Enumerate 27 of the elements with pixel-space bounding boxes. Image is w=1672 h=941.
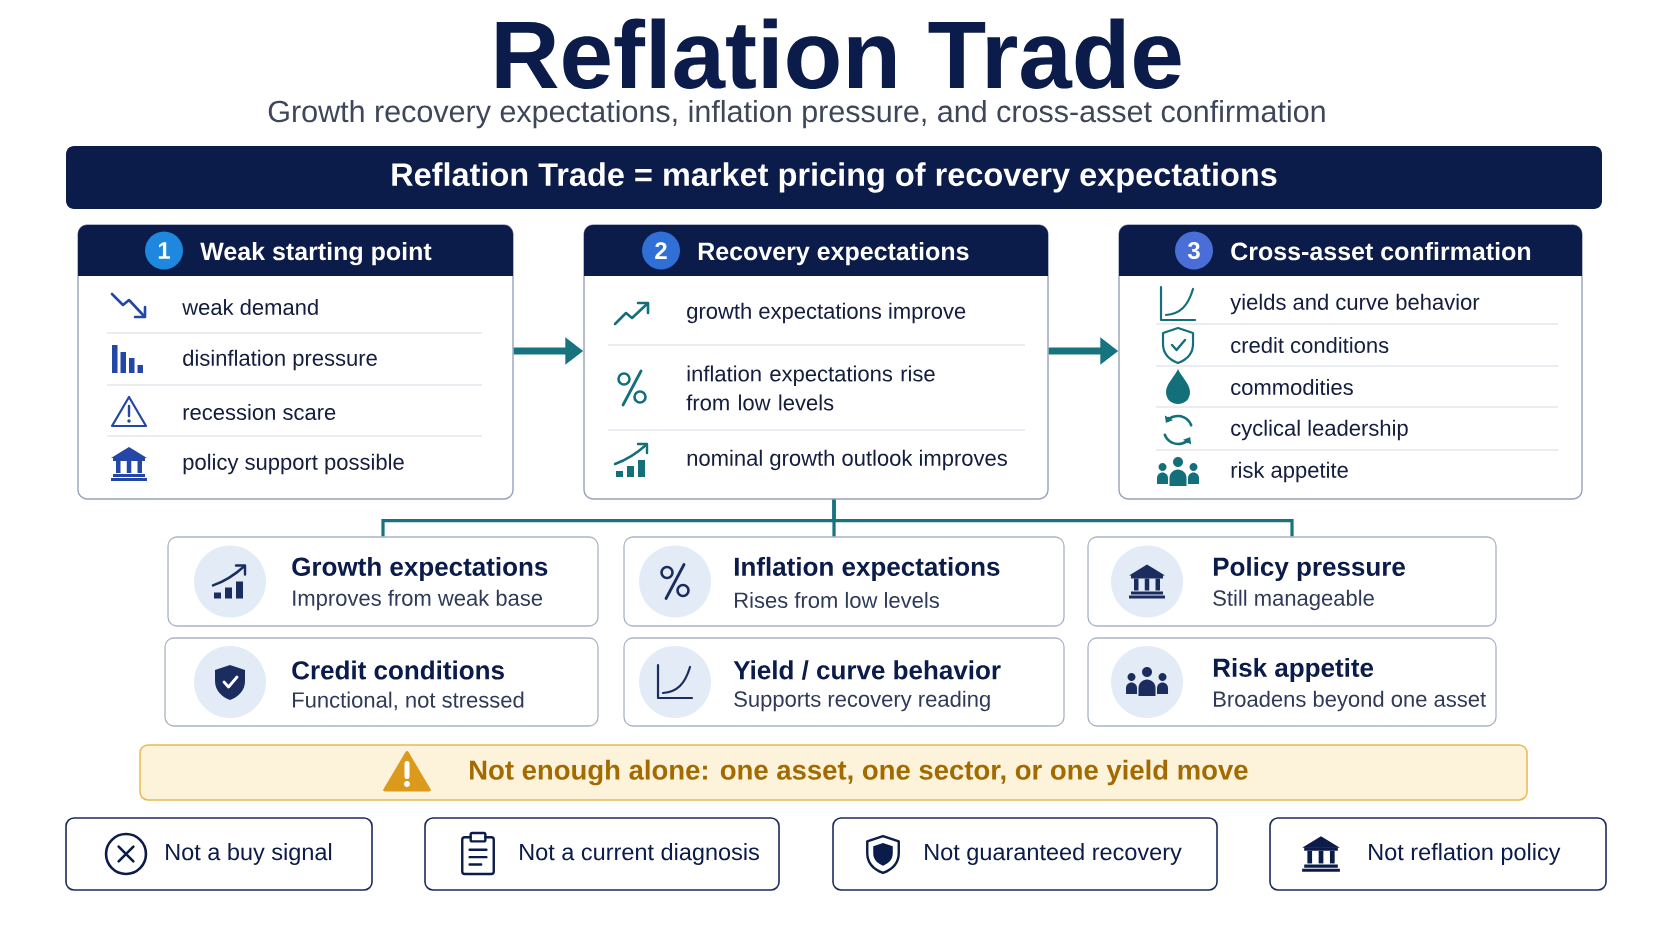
warning-banner: Not enough alone: one asset, one sector, or one yield move	[139, 744, 1528, 801]
list-item: nominal growth outlook improves	[687, 449, 1007, 471]
note-box: Not a current diagnosis	[424, 817, 780, 891]
number-badge: 1	[145, 231, 183, 270]
list-item: inflation expectations rise from low levels	[686, 365, 935, 411]
card: Growth expectations Improves from weak base	[167, 536, 599, 627]
list-item: disinflation pressure	[183, 349, 377, 371]
list-item: policy support possible	[183, 453, 404, 475]
list-item: cyclical leadership	[1231, 419, 1408, 441]
list-item: growth expectations improve	[687, 302, 966, 324]
connector-line	[832, 499, 1294, 537]
number-badge: 3	[1175, 231, 1213, 270]
list-item: risk appetite	[1231, 461, 1348, 483]
banner: Reflation Trade = market pricing of recovery expectations	[66, 146, 1602, 209]
note-box: Not reflation policy	[1269, 817, 1607, 891]
list-item: recession scare	[183, 403, 336, 421]
note-box: Not guaranteed recovery	[832, 817, 1218, 891]
card: Inflation expectations Rises from low levels	[623, 536, 1065, 627]
card: Yield / curve behavior Supports recovery reading	[623, 637, 1065, 727]
list-item: weak demand	[182, 298, 318, 316]
card: Credit conditions Functional, not stressed	[164, 637, 599, 727]
list-item: yields and curve behavior	[1230, 293, 1480, 315]
number-badge: 2	[642, 231, 680, 270]
title: Reflation Trade	[496, 18, 1181, 89]
list-item: credit conditions	[1231, 336, 1389, 354]
list-item: commodities	[1231, 378, 1353, 396]
note-box: Not a buy signal	[65, 817, 373, 891]
